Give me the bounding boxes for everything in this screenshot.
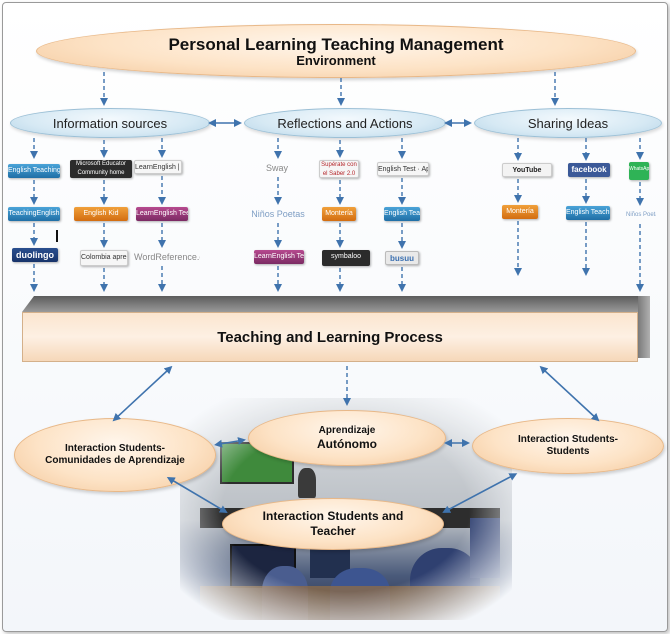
process-bar-side — [638, 296, 650, 358]
tool-logo: LearnEnglish Teens — [254, 250, 304, 264]
tool-logo: Microsoft Educator Community home — [70, 160, 132, 178]
arrow-process-right — [539, 365, 600, 422]
process-label: Teaching and Learning Process — [217, 328, 443, 346]
tool-logo: English Teaching — [566, 206, 610, 220]
tool-logo: symbaloo — [322, 250, 370, 266]
process-bar: Teaching and Learning Process — [22, 312, 638, 362]
tool-logo: Montería — [502, 205, 538, 219]
tool-logo: English Teaching — [384, 207, 420, 221]
interaction-students-ellipse: Interaction Students-Students — [472, 418, 664, 474]
category-reflections-actions: Reflections and Actions — [244, 108, 446, 138]
autonomous-learning-line1: Aprendizaje — [318, 424, 376, 436]
tool-logo: Colombia aprende — [80, 250, 128, 266]
interaction-students-label: Interaction Students-Students — [517, 434, 618, 457]
tool-logo: English Teaching — [8, 164, 60, 178]
autonomous-learning-ellipse: Aprendizaje Autónomo — [248, 410, 446, 466]
tool-logo: Niños Poetas — [251, 209, 305, 219]
process-bar-top — [22, 296, 638, 312]
category-label: Sharing Ideas — [527, 115, 609, 131]
header-title: Personal Learning Teaching Management — [168, 34, 504, 54]
tool-logo: WhatsApp — [629, 162, 649, 180]
interaction-communities-label: Interaction Students-Comunidades de Apre… — [45, 443, 185, 466]
tool-logo: English Test · Apps — [377, 162, 429, 176]
interaction-teacher-label: Interaction Students and Teacher — [262, 509, 404, 538]
arrow-center-left — [214, 437, 246, 448]
category-sharing-ideas: Sharing Ideas — [474, 108, 662, 138]
tool-logo: YouTube — [502, 163, 552, 177]
header-subtitle: Environment — [296, 52, 376, 68]
tool-logo: WordReference.com — [134, 252, 200, 262]
tool-logo: LearnEnglish | British Co — [134, 160, 182, 174]
tool-logo: TeachingEnglish — [8, 207, 60, 221]
tool-logo: Niños Poetas — [626, 212, 656, 218]
arrow-bottom-left — [166, 476, 228, 514]
tool-logo: LearnEnglish Teens — [136, 207, 188, 221]
tool-logo: busuu — [385, 251, 419, 265]
category-information-sources: Information sources — [10, 108, 210, 138]
divider-mark — [56, 230, 58, 242]
autonomous-learning-line2: Autónomo — [317, 436, 377, 451]
header-ellipse: Personal Learning Teaching Management En… — [36, 24, 636, 78]
tool-logo: facebook — [568, 163, 610, 177]
tool-logo: English Kid — [74, 207, 128, 221]
tool-logo: duolingo — [12, 248, 58, 262]
arrow-process-left — [112, 365, 173, 422]
interaction-teacher-ellipse: Interaction Students and Teacher — [222, 498, 444, 550]
category-label: Information sources — [52, 115, 168, 131]
tool-logo: Sway — [265, 163, 288, 173]
tool-logo: Montería — [322, 207, 356, 221]
category-label: Reflections and Actions — [277, 115, 413, 131]
tool-logo: Supérate con el Saber 2.0 — [319, 160, 359, 178]
arrow-bottom-right — [442, 473, 518, 513]
